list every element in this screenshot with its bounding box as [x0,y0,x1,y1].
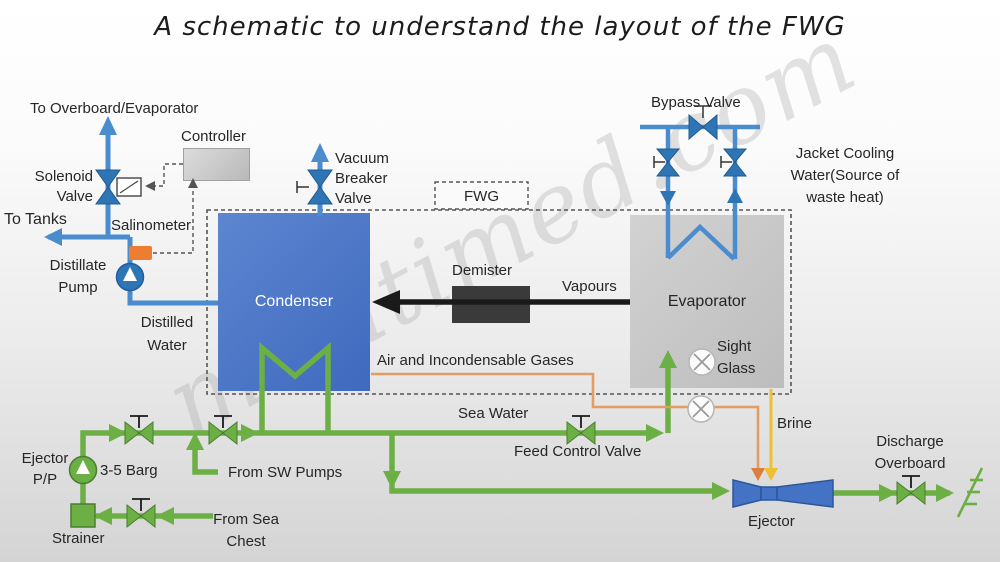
sight-glass-2-icon [687,395,715,423]
page-title: A schematic to understand the layout of … [154,12,846,42]
label-ejector: Ejector [748,513,795,530]
air-gases-arrow [751,468,765,481]
label-brine: Brine [777,415,813,432]
jacket-water-piping [640,124,760,261]
label-vacuum-breaker-valve: Vacuum Breaker Valve [335,150,389,207]
discharge-valve-icon [896,480,926,506]
bypass-valve-stem [694,105,712,118]
air-gases-line [371,372,760,474]
sea-chest-valve-stem [132,498,150,511]
label-feed-control-valve: Feed Control Valve [514,443,642,460]
vacuum-breaker-valve-icon [307,169,333,205]
label-jacket-cooling-water: Jacket Cooling Water(Source of waste hea… [790,145,900,206]
signal-lines [151,163,194,254]
sight-glass-icon [688,348,716,376]
bypass-valve-icon [688,113,718,141]
ejector-icon [732,479,834,508]
controller-box [183,148,250,181]
sw-valve-1-stem [130,415,148,428]
solenoid-valve-icon [95,169,121,205]
vacuum-breaker-arrow [311,143,329,162]
label-controller: Controller [181,128,247,145]
sw-valve-1-icon [124,420,154,446]
label-distilled-water: Distilled Water [140,314,194,354]
jacket-inlet-valve-icon [655,148,681,177]
feed-control-valve-stem [572,415,590,428]
evaporator-label: Evaporator [667,292,747,310]
label-from-sea-chest: From Sea Chest [213,511,279,550]
jacket-outlet-valve-stem [720,156,732,168]
label-air-incondensable: Air and Incondensable Gases [377,352,574,369]
label-demister: Demister [452,262,513,279]
sea-water-arrows [94,350,954,525]
label-discharge-overboard: Discharge Overboard [874,433,946,472]
ejector-pump-icon [68,455,98,485]
brine-arrow [764,468,778,481]
jacket-inlet-valve-stem [653,156,665,168]
to-overboard-arrow [99,116,117,135]
to-tanks-arrow [44,228,62,246]
label-to-overboard: To Overboard/Evaporator [30,100,199,117]
condenser-label: Condenser [254,293,334,310]
label-distillate-pump: Distillate Pump [49,257,107,296]
distillate-pump-icon [115,262,145,292]
label-solenoid-valve: Solenoid Valve [34,168,93,205]
sw-valve-2-stem [214,415,232,428]
controller-to-valve-arrow [145,181,155,191]
label-ejector-pp: Ejector P/P [21,450,69,488]
sw-valve-2-icon [208,420,238,446]
discharge-valve-stem [902,475,920,488]
vacuum-breaker-stem [296,181,309,193]
label-bypass-valve: Bypass Valve [651,94,741,111]
strainer-icon [70,503,96,528]
vapour-arrow [372,290,400,314]
jacket-inlet-arrow [660,191,676,206]
label-strainer: Strainer [52,530,105,547]
label-fwg: FWG [464,188,499,205]
label-to-tanks: To Tanks [4,211,67,228]
label-vapours: Vapours [562,278,617,295]
sea-chest-valve-icon [126,503,156,529]
overboard-symbol-icon [956,467,984,518]
jacket-outlet-arrow [727,188,743,203]
label-salinometer: Salinometer [111,217,192,234]
jacket-outlet-valve-icon [722,148,748,177]
label-pressure: 3-5 Barg [100,462,158,479]
fwg-label-box [434,181,529,210]
salinometer-sensor-icon [129,246,152,260]
feed-control-valve-icon [566,420,596,446]
condenser-box: Condenser [218,213,370,391]
solenoid-actuator-mark [119,180,139,194]
salinometer-to-controller-arrow [188,178,198,188]
label-sight-glass: Sight Glass [717,338,756,377]
label-from-sw-pumps: From SW Pumps [228,464,343,481]
label-sea-water: Sea Water [458,405,529,422]
